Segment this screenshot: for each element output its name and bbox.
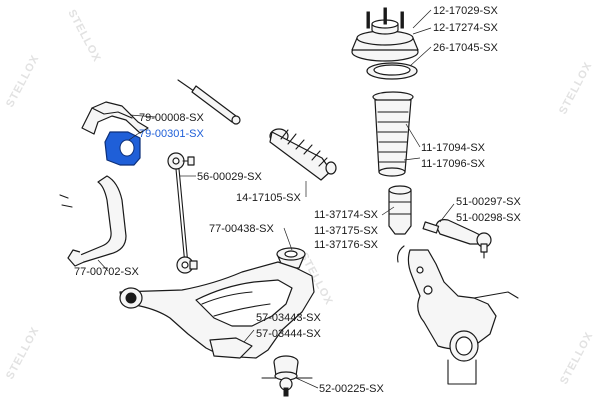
label-77-00702-sx: 77-00702-SX (74, 266, 139, 278)
label-79-00301-sx: 79-00301-SX (139, 128, 204, 140)
leader-lines (97, 9, 455, 389)
steering-knuckle (397, 245, 519, 385)
stabilizer-bar (59, 175, 127, 267)
label-11-37175-sx: 11-37175-SX (314, 225, 379, 237)
label-12-17274-sx: 12-17274-SX (433, 22, 498, 34)
label-26-17045-sx: 26-17045-SX (433, 42, 498, 54)
part-labels: 12-17029-SX 12-17274-SX 26-17045-SX 11-1… (74, 5, 521, 395)
label-51-00298-sx: 51-00298-SX (456, 212, 521, 224)
label-14-17105-sx: 14-17105-SX (236, 192, 301, 204)
label-79-00008-sx: 79-00008-SX (139, 112, 204, 124)
strut-bearing (366, 62, 418, 80)
steering-rack-boot (269, 128, 337, 181)
bump-stop (388, 185, 412, 235)
label-11-37176-sx: 11-37176-SX (314, 239, 379, 251)
tie-rod-end (422, 219, 492, 259)
shock-dust-boot (372, 91, 414, 177)
stabilizer-bushing-bracket (81, 101, 149, 135)
label-11-17096-sx: 11-17096-SX (421, 158, 486, 170)
lower-control-arm (119, 261, 315, 359)
watermark-right-bottom: STELLOX (558, 330, 596, 387)
ball-joint (261, 355, 313, 397)
label-11-37174-sx: 11-37174-SX (314, 209, 379, 221)
stabilizer-bushing (104, 131, 141, 166)
watermark-left-bottom: STELLOX (4, 325, 42, 382)
label-77-00438-sx: 77-00438-SX (209, 223, 274, 235)
label-51-00297-sx: 51-00297-SX (456, 196, 521, 208)
label-57-03444-sx: 57-03444-SX (256, 328, 321, 340)
label-57-03443-sx: 57-03443-SX (256, 312, 321, 324)
label-52-00225-sx: 52-00225-SX (319, 383, 384, 395)
watermark-mid-top: STELLOX (65, 8, 103, 65)
label-12-17029-sx: 12-17029-SX (433, 5, 498, 17)
label-11-17094-sx: 11-17094-SX (421, 142, 486, 154)
inner-tie-rod (177, 79, 241, 125)
watermark-left-top: STELLOX (4, 53, 42, 110)
watermark-right-top: STELLOX (557, 60, 595, 117)
stabilizer-link (167, 152, 198, 274)
strut-top-mount (351, 7, 419, 62)
label-56-00029-sx: 56-00029-SX (197, 171, 262, 183)
